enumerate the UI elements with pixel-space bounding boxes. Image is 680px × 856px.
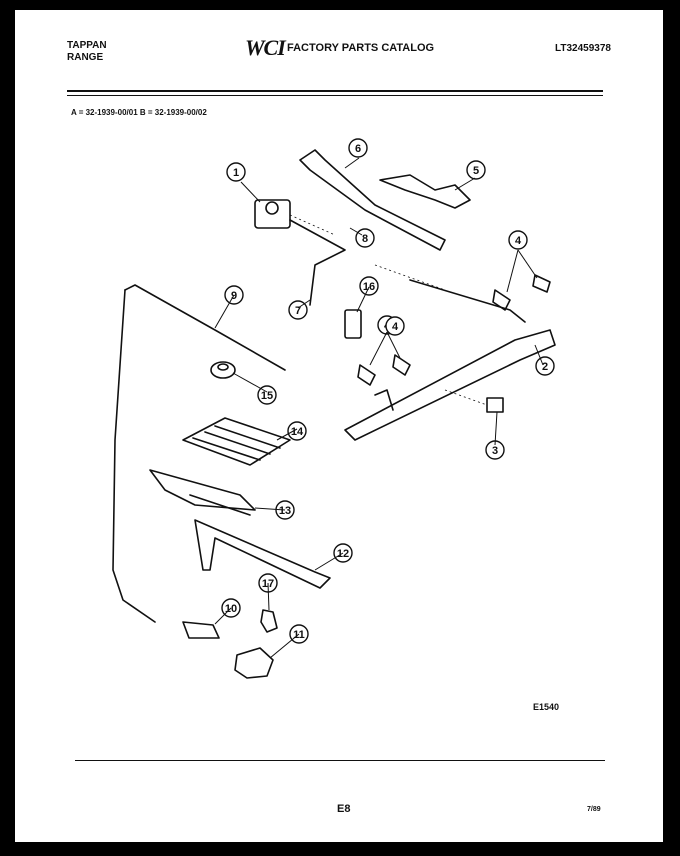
safety-valve xyxy=(182,621,220,639)
oven-supply-tube xyxy=(124,284,286,371)
model-number: LT32459378 xyxy=(555,43,611,54)
fitting-nut xyxy=(210,361,236,379)
callout-label-15: 15 xyxy=(261,390,273,402)
brand-label: TAPPAN RANGE xyxy=(67,40,107,64)
catalog-title: FACTORY PARTS CATALOG xyxy=(287,42,435,54)
manifold-bracket xyxy=(374,389,394,411)
callout-label-1: 1 xyxy=(233,167,239,179)
manifold-pipe xyxy=(344,329,556,441)
callout-label-11: 11 xyxy=(293,629,305,641)
leader-manifold xyxy=(374,264,446,291)
burner-tube-upper xyxy=(299,149,446,251)
capillary-line xyxy=(289,219,346,306)
oven-supply-tube-down xyxy=(112,289,156,623)
valve-middle-a xyxy=(357,364,376,386)
valve-top-right-b xyxy=(532,274,551,293)
callout-label-4: 4 xyxy=(392,321,399,333)
burner-support-rail xyxy=(194,519,331,589)
callout-circle-16 xyxy=(359,276,379,296)
burner-baffle xyxy=(182,417,291,466)
thermostat-body xyxy=(254,199,291,229)
pressure-regulator xyxy=(234,647,274,679)
burner-clip xyxy=(260,609,278,633)
callout-circle-6 xyxy=(348,138,368,158)
valve-middle-b xyxy=(392,354,411,376)
header-rule-bottom xyxy=(67,95,603,96)
callout-circle-1 xyxy=(226,162,246,182)
variant-legend: A = 32-1939-00/01 B = 32-1939-00/02 xyxy=(71,108,207,117)
parts-catalog-page: TAPPAN RANGE WCI FACTORY PARTS CATALOG L… xyxy=(15,10,663,842)
callout-label-4: 4 xyxy=(515,235,522,247)
callout-circle-14 xyxy=(287,421,307,441)
callout-label-6: 6 xyxy=(355,143,361,155)
callout-circle-4 xyxy=(385,316,405,336)
leader-thermostat xyxy=(289,214,336,236)
callout-circle-8 xyxy=(355,228,375,248)
revision-date: 7/89 xyxy=(587,806,601,813)
page-code: E8 xyxy=(337,803,351,815)
valve-top-right-a xyxy=(492,289,511,311)
callout-label-13: 13 xyxy=(279,505,291,517)
callout-label-3: 3 xyxy=(492,445,498,457)
burner-tube-right xyxy=(379,174,471,209)
callout-circle-5 xyxy=(466,160,486,180)
header-rule-top xyxy=(67,90,603,92)
ignitor-module xyxy=(344,309,362,339)
manifold-tube xyxy=(409,279,526,323)
callout-label-14: 14 xyxy=(291,426,304,438)
brand-line-1: TAPPAN xyxy=(67,40,107,51)
exploded-parts-diagram: 123445687169101112131417154 xyxy=(112,138,556,679)
callout-label-8: 8 xyxy=(362,233,368,245)
footer-rule xyxy=(75,760,605,761)
diagram-code: E1540 xyxy=(533,702,560,712)
callout-label-12: 12 xyxy=(337,548,349,560)
callout-label-5: 5 xyxy=(473,165,479,177)
callout-label-2: 2 xyxy=(542,361,548,373)
callout-circle-4 xyxy=(508,230,528,250)
orifice-fitting xyxy=(486,397,504,413)
brand-line-2: RANGE xyxy=(67,52,104,63)
broil-burner xyxy=(149,469,256,511)
callout-label-10: 10 xyxy=(225,603,237,615)
thermostat-dial xyxy=(265,201,279,215)
leader-orifice xyxy=(444,389,488,406)
callout-label-7: 7 xyxy=(295,305,301,317)
callout-circle-15 xyxy=(257,385,277,405)
callout-circle-2 xyxy=(535,356,555,376)
wci-logo: WCI xyxy=(245,35,286,60)
